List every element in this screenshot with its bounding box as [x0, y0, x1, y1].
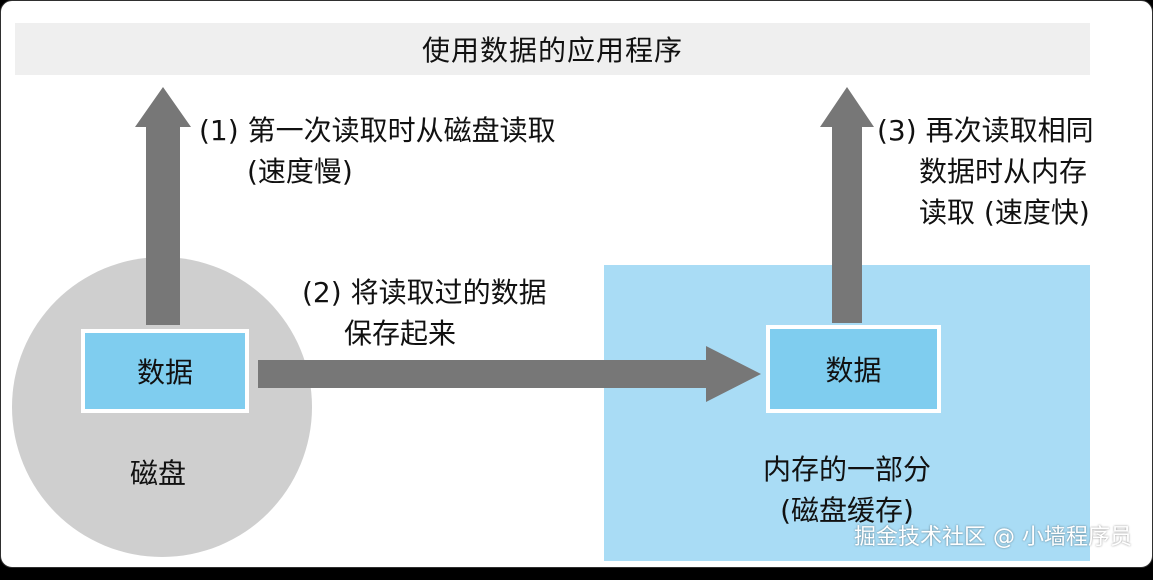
step-1-label: (1) 第一次读取时从磁盘读取 (速度慢) [199, 110, 556, 192]
step-1-line-2: (速度慢) [247, 155, 353, 188]
step-2-line-2: 保存起来 [344, 317, 457, 350]
up-arrow-cache [820, 87, 874, 323]
step-3-label: (3) 再次读取相同 数据时从内存 读取 (速度快) [877, 110, 1094, 233]
cache-data-box: 数据 [766, 325, 941, 413]
watermark: 掘金技术社区 @ 小墙程序员 [854, 525, 1132, 550]
cache-label-line-1: 内存的一部分 [762, 453, 931, 486]
disk-data-box: 数据 [81, 329, 249, 413]
application-bar: 使用数据的应用程序 [15, 23, 1090, 75]
cache-label: 内存的一部分 (磁盘缓存) [604, 449, 1090, 531]
step-2-label: (2) 将读取过的数据 保存起来 [302, 272, 547, 354]
right-arrow-save [258, 346, 761, 402]
diagram-panel: 使用数据的应用程序 数据 数据 磁盘 (1) 第一次读取时从磁盘读取 (速度慢)… [0, 0, 1153, 568]
flow-arrows [135, 87, 874, 402]
cache-label-line-2: (磁盘缓存) [780, 494, 914, 527]
up-arrow-disk [135, 87, 191, 325]
step-3-line-1: (3) 再次读取相同 [877, 114, 1094, 147]
step-1-line-1: (1) 第一次读取时从磁盘读取 [199, 114, 556, 147]
step-2-line-1: (2) 将读取过的数据 [302, 276, 547, 309]
disk-label: 磁盘 [130, 457, 187, 490]
step-3-line-2: 数据时从内存 [919, 155, 1088, 188]
step-3-line-3: 读取 (速度快) [919, 196, 1090, 229]
